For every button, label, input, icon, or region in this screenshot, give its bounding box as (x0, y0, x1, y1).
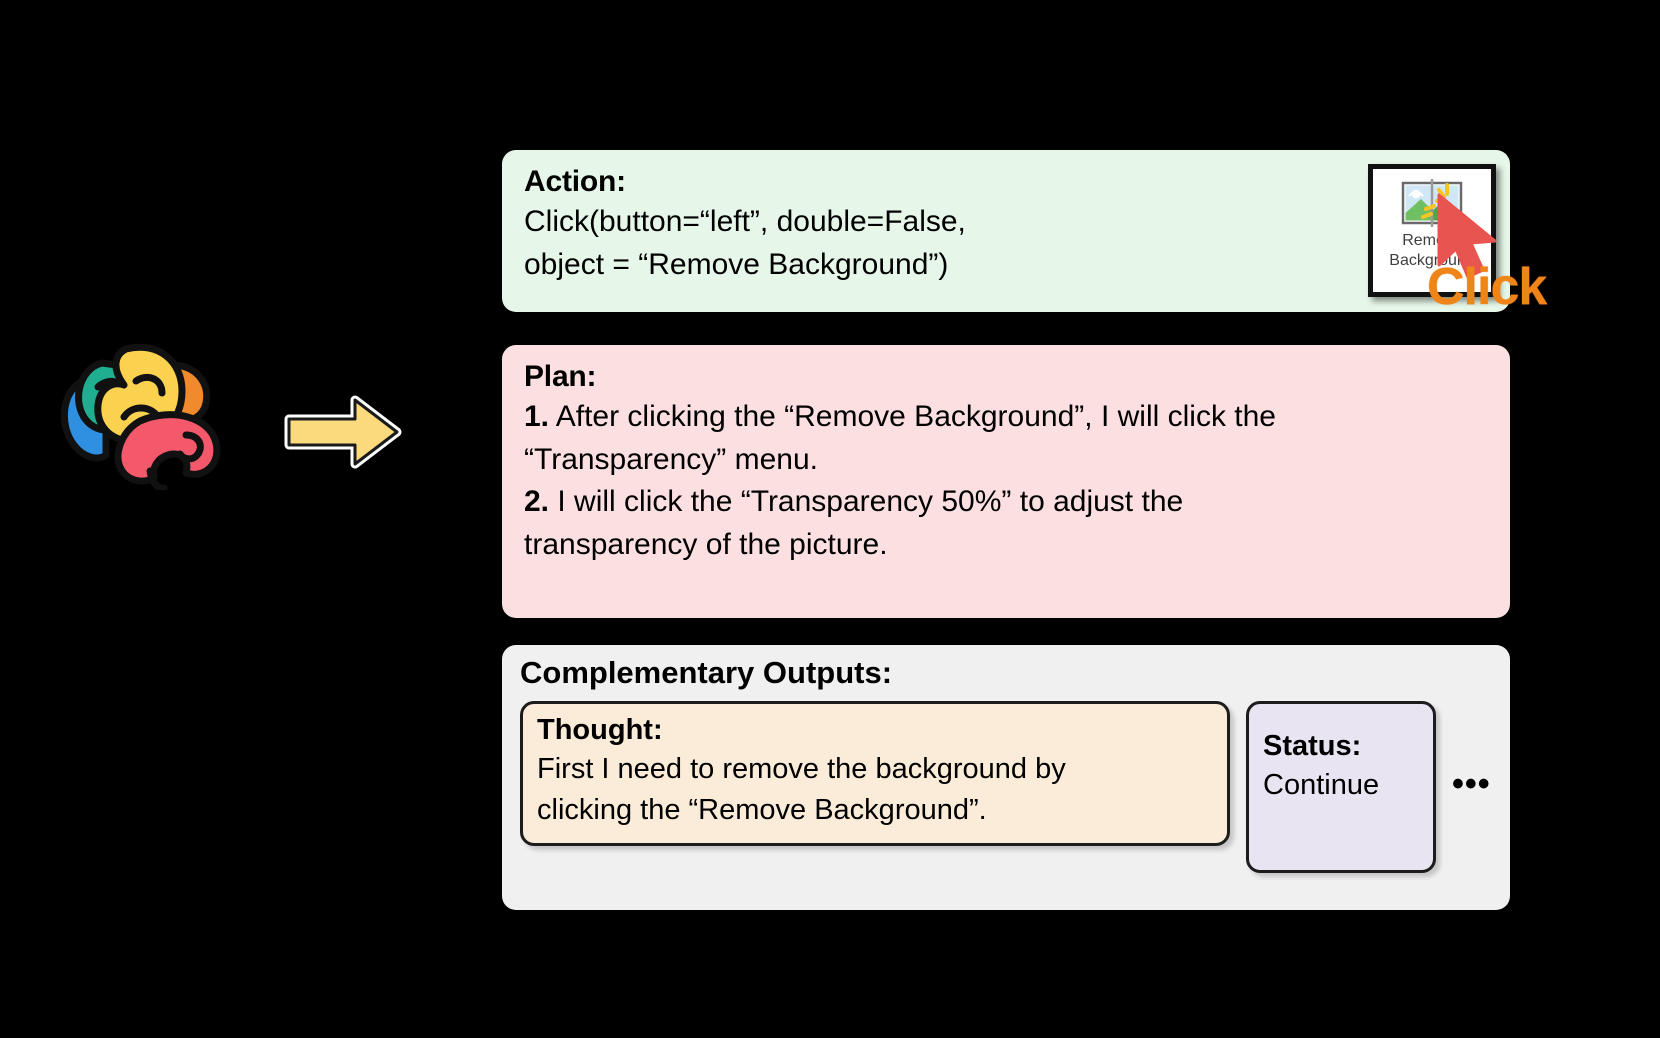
picture-icon (1401, 179, 1463, 227)
action-panel: Action: Click(button=“left”, double=Fals… (502, 150, 1547, 316)
action-call-line-1: Click(button=“left”, double=False, (524, 205, 966, 238)
status-panel: Status: Continue (1246, 701, 1436, 873)
brain-icon (40, 325, 230, 492)
plan-step-2-line-2: transparency of the picture. (524, 527, 888, 561)
complementary-outputs-panel: Complementary Outputs: Thought: First I … (502, 645, 1510, 910)
more-outputs-ellipsis[interactable]: ••• (1452, 765, 1491, 803)
complementary-outputs-row: Thought: First I need to remove the back… (520, 701, 1492, 873)
plan-panel: Plan: 1. After clicking the “Remove Back… (502, 345, 1510, 618)
status-title: Status: (1263, 730, 1362, 762)
plan-title: Plan: (524, 360, 597, 393)
thought-line-1: First I need to remove the background by (537, 753, 1066, 786)
action-call-line-2: object = “Remove Background”) (524, 247, 949, 281)
plan-step-1-number: 1. (524, 400, 550, 433)
status-badge: Continue (1263, 768, 1380, 801)
click-annotation-label: Click (1427, 258, 1547, 316)
remove-background-label-line-1: Remove (1402, 232, 1462, 249)
right-arrow-icon (283, 392, 403, 472)
plan-step-1-text-1: After clicking the “Remove Background”, … (555, 400, 1276, 433)
complementary-outputs-title: Complementary Outputs: (520, 655, 893, 690)
plan-step-2-number: 2. (524, 485, 550, 519)
plan-step-2-line-1: 2. I will click the “Transparency 50%” t… (524, 481, 1488, 524)
thought-panel: Thought: First I need to remove the back… (520, 701, 1230, 847)
plan-step-1-line-1: 1. After clicking the “Remove Background… (524, 396, 1488, 439)
thought-title: Thought: (537, 714, 663, 746)
plan-step-2-text-1: I will click the “Transparency 50%” to a… (557, 485, 1184, 519)
action-title: Action: (524, 165, 626, 198)
plan-step-1-line-2: “Transparency” menu. (524, 442, 818, 476)
remove-background-button-thumbnail[interactable]: Remove Background Click (1368, 164, 1547, 316)
thought-line-2: clicking the “Remove Background”. (537, 794, 987, 827)
